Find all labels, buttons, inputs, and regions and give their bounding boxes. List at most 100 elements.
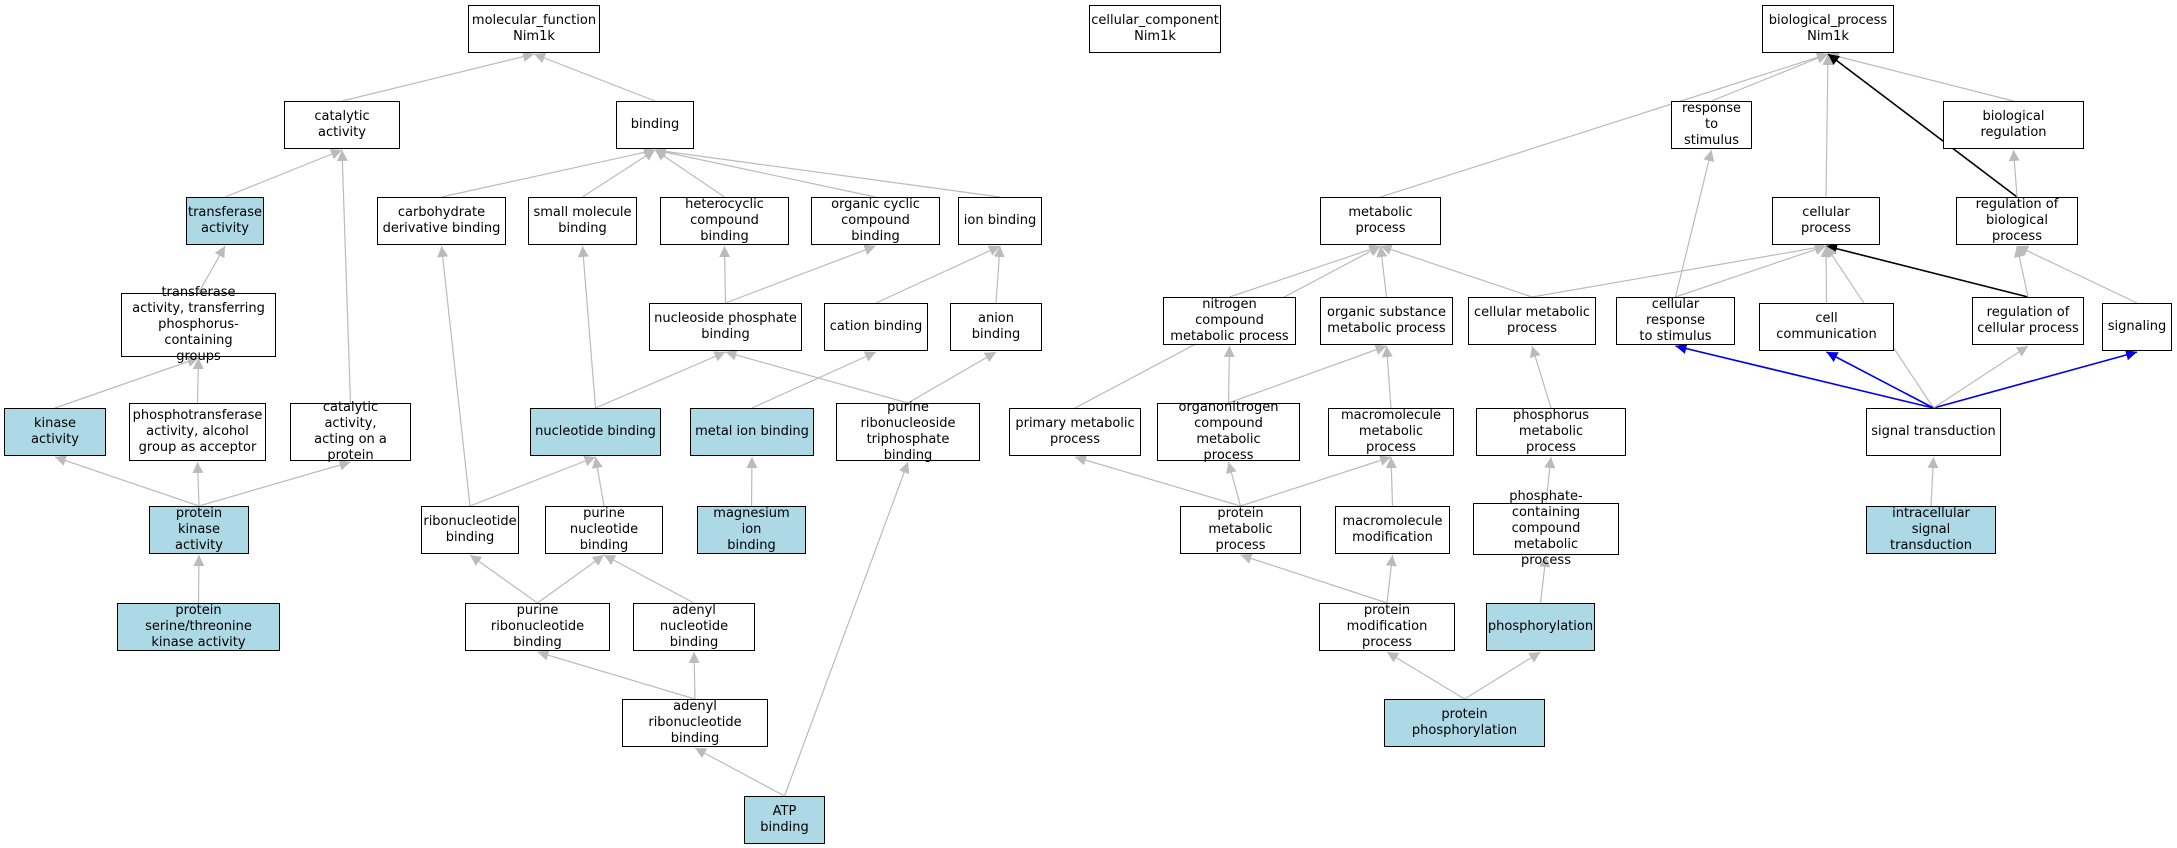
go-term-kinase: kinase activity — [4, 408, 106, 456]
go-term-nitrogen: nitrogen compound metabolic process — [1163, 297, 1296, 345]
go-term-purribo: purine ribonucleotide binding — [465, 603, 610, 651]
go-term-label: kinase activity — [31, 416, 79, 447]
go-term-macromod: macromolecule modification — [1335, 506, 1450, 554]
edge-sigtrans-to-cellresp — [1675, 343, 1934, 409]
go-term-binding: binding — [616, 101, 694, 149]
go-term-protkinase: protein kinase activity — [149, 506, 249, 554]
go-term-cellmet: cellular metabolic process — [1468, 297, 1596, 345]
edge-transfphos-to-transferase — [197, 245, 226, 294]
go-term-label: response to stimulus — [1681, 101, 1742, 148]
edge-cellproc-to-bp — [1822, 53, 1834, 198]
edge-bioreg-to-bp — [1827, 51, 2014, 102]
edge-purribotri-to-nucphos — [725, 349, 909, 404]
go-term-cellresp: cellular response to stimulus — [1616, 297, 1735, 345]
go-term-phosmet: phosphorus metabolic process — [1476, 408, 1626, 456]
edge-protkinase-to-catprot — [198, 459, 351, 507]
go-term-label: cellular metabolic process — [1474, 305, 1590, 336]
go-term-purnuc: purine nucleotide binding — [545, 506, 663, 554]
edge-purribotri-to-anion — [907, 351, 997, 404]
go-term-label: ion binding — [963, 213, 1037, 228]
go-term-label: transferase activity — [187, 205, 263, 236]
go-term-intracell: intracellular signal transduction — [1866, 506, 1996, 554]
edge-cellresp-to-cellproc — [1675, 244, 1827, 298]
edge-sigtrans-to-cellcomm — [1826, 351, 1934, 409]
edge-catalytic-to-mf — [341, 51, 535, 102]
go-term-label: macromolecule modification — [1342, 514, 1443, 545]
edge-regbio-to-bioreg — [2008, 149, 2020, 198]
go-term-nucbind: nucleotide binding — [530, 408, 661, 456]
edge-nucbind-to-nucphos — [595, 351, 726, 409]
edge-binding-to-mf — [533, 52, 656, 102]
go-term-label: purine nucleotide binding — [569, 506, 639, 553]
edge-purnuc-to-nucbind — [591, 456, 605, 507]
go-term-respstim: response to stimulus — [1671, 101, 1752, 149]
go-term-magnesium: magnesium ion binding — [697, 506, 806, 554]
go-term-label: phosphorus metabolic process — [1512, 408, 1590, 455]
go-term-metalion: metal ion binding — [690, 408, 814, 456]
go-term-label: phosphorylation — [1487, 619, 1594, 634]
go-term-label: ATP binding — [760, 804, 809, 835]
edge-nucphos-to-heterocyclic — [719, 245, 731, 304]
go-term-label: adenyl nucleotide binding — [659, 603, 729, 650]
edge-atp-to-adenylribo — [694, 747, 785, 797]
go-term-smallmol: small molecule binding — [528, 197, 637, 245]
go-term-label: cellular_component Nim1k — [1091, 13, 1219, 44]
go-term-catalytic: catalytic activity — [284, 101, 400, 149]
edge-carb-to-binding — [441, 146, 656, 198]
go-term-label: protein modification process — [1346, 603, 1428, 650]
edge-protphos-to-protmod — [1386, 651, 1465, 700]
go-term-carb: carbohydrate derivative binding — [377, 197, 506, 245]
edge-protkinase-to-kinase — [54, 455, 200, 507]
go-term-label: metal ion binding — [695, 424, 809, 439]
go-term-cellcomm: cell communication — [1759, 303, 1894, 351]
edge-intracell-to-sigtrans — [1927, 456, 1939, 507]
go-term-regcell: regulation of cellular process — [1972, 297, 2084, 345]
go-term-label: molecular_function Nim1k — [471, 13, 597, 44]
go-term-protmet: protein metabolic process — [1180, 506, 1301, 554]
go-term-label: metabolic process — [1348, 205, 1413, 236]
go-term-label: protein serine/threonine kinase activity — [145, 603, 252, 650]
go-term-purribotri: purine ribonucleoside triphosphate bindi… — [836, 400, 980, 463]
go-term-label: transferase activity, transferring phosp… — [132, 285, 265, 364]
go-term-label: cellular response to stimulus — [1639, 297, 1712, 344]
go-term-label: regulation of cellular process — [1977, 305, 2079, 336]
edge-protmet-to-macromol — [1240, 455, 1392, 507]
go-term-label: anion binding — [971, 311, 1021, 342]
go-term-label: protein metabolic process — [1208, 506, 1273, 553]
edge-nitrogen-to-metabolic — [1229, 244, 1381, 298]
go-term-heterocyclic: heterocyclic compound binding — [660, 197, 789, 245]
go-term-label: cellular process — [1801, 205, 1851, 236]
edge-cation-to-ionbind — [875, 245, 1001, 304]
edge-nucphos-to-orgcyclic — [725, 244, 876, 304]
go-term-cc: cellular_component Nim1k — [1089, 5, 1221, 53]
go-term-label: protein phosphorylation — [1411, 707, 1518, 738]
go-term-label: organonitrogen compound metabolic proces… — [1178, 400, 1279, 463]
go-term-protphos: protein phosphorylation — [1384, 699, 1545, 747]
edge-protkinase-to-phosphotrans — [192, 461, 204, 507]
go-term-label: biological regulation — [1980, 109, 2047, 140]
go-term-label: intracellular signal transduction — [1890, 506, 1972, 553]
go-term-protmod: protein modification process — [1319, 603, 1455, 651]
go-term-sigtrans: signal transduction — [1866, 408, 2001, 456]
go-term-label: cation binding — [829, 319, 923, 334]
edge-phosmet-to-cellmet — [1529, 345, 1552, 409]
edge-macromod-to-macromol — [1385, 456, 1397, 507]
go-term-label: cell communication — [1776, 311, 1877, 342]
go-term-label: signaling — [2107, 319, 2167, 334]
edge-cellresp-to-respstim — [1674, 149, 1715, 298]
go-term-macromol: macromolecule metabolic process — [1328, 408, 1454, 456]
edge-adenylnuc-to-purnuc — [603, 554, 695, 604]
edge-respstim-to-bp — [1711, 53, 1829, 102]
edge-protmet-to-organonit — [1226, 461, 1242, 507]
edge-protmod-to-macromod — [1385, 554, 1397, 604]
go-term-adenylribo: adenyl ribonucleotide binding — [622, 699, 768, 747]
edge-ribonuc-to-carb — [437, 245, 471, 507]
go-term-signaling: signaling — [2102, 303, 2172, 351]
go-term-label: signal transduction — [1871, 424, 1996, 439]
go-term-label: catalytic activity, acting on a protein — [314, 400, 387, 463]
go-term-catprot: catalytic activity, acting on a protein — [290, 400, 411, 463]
go-term-orgsub: organic substance metabolic process — [1320, 297, 1453, 345]
edge-protphos-to-phosphorylation — [1464, 651, 1541, 700]
edge-adenylribo-to-adenylnuc — [688, 651, 700, 700]
edge-sigtrans-to-signaling — [1933, 349, 2138, 409]
